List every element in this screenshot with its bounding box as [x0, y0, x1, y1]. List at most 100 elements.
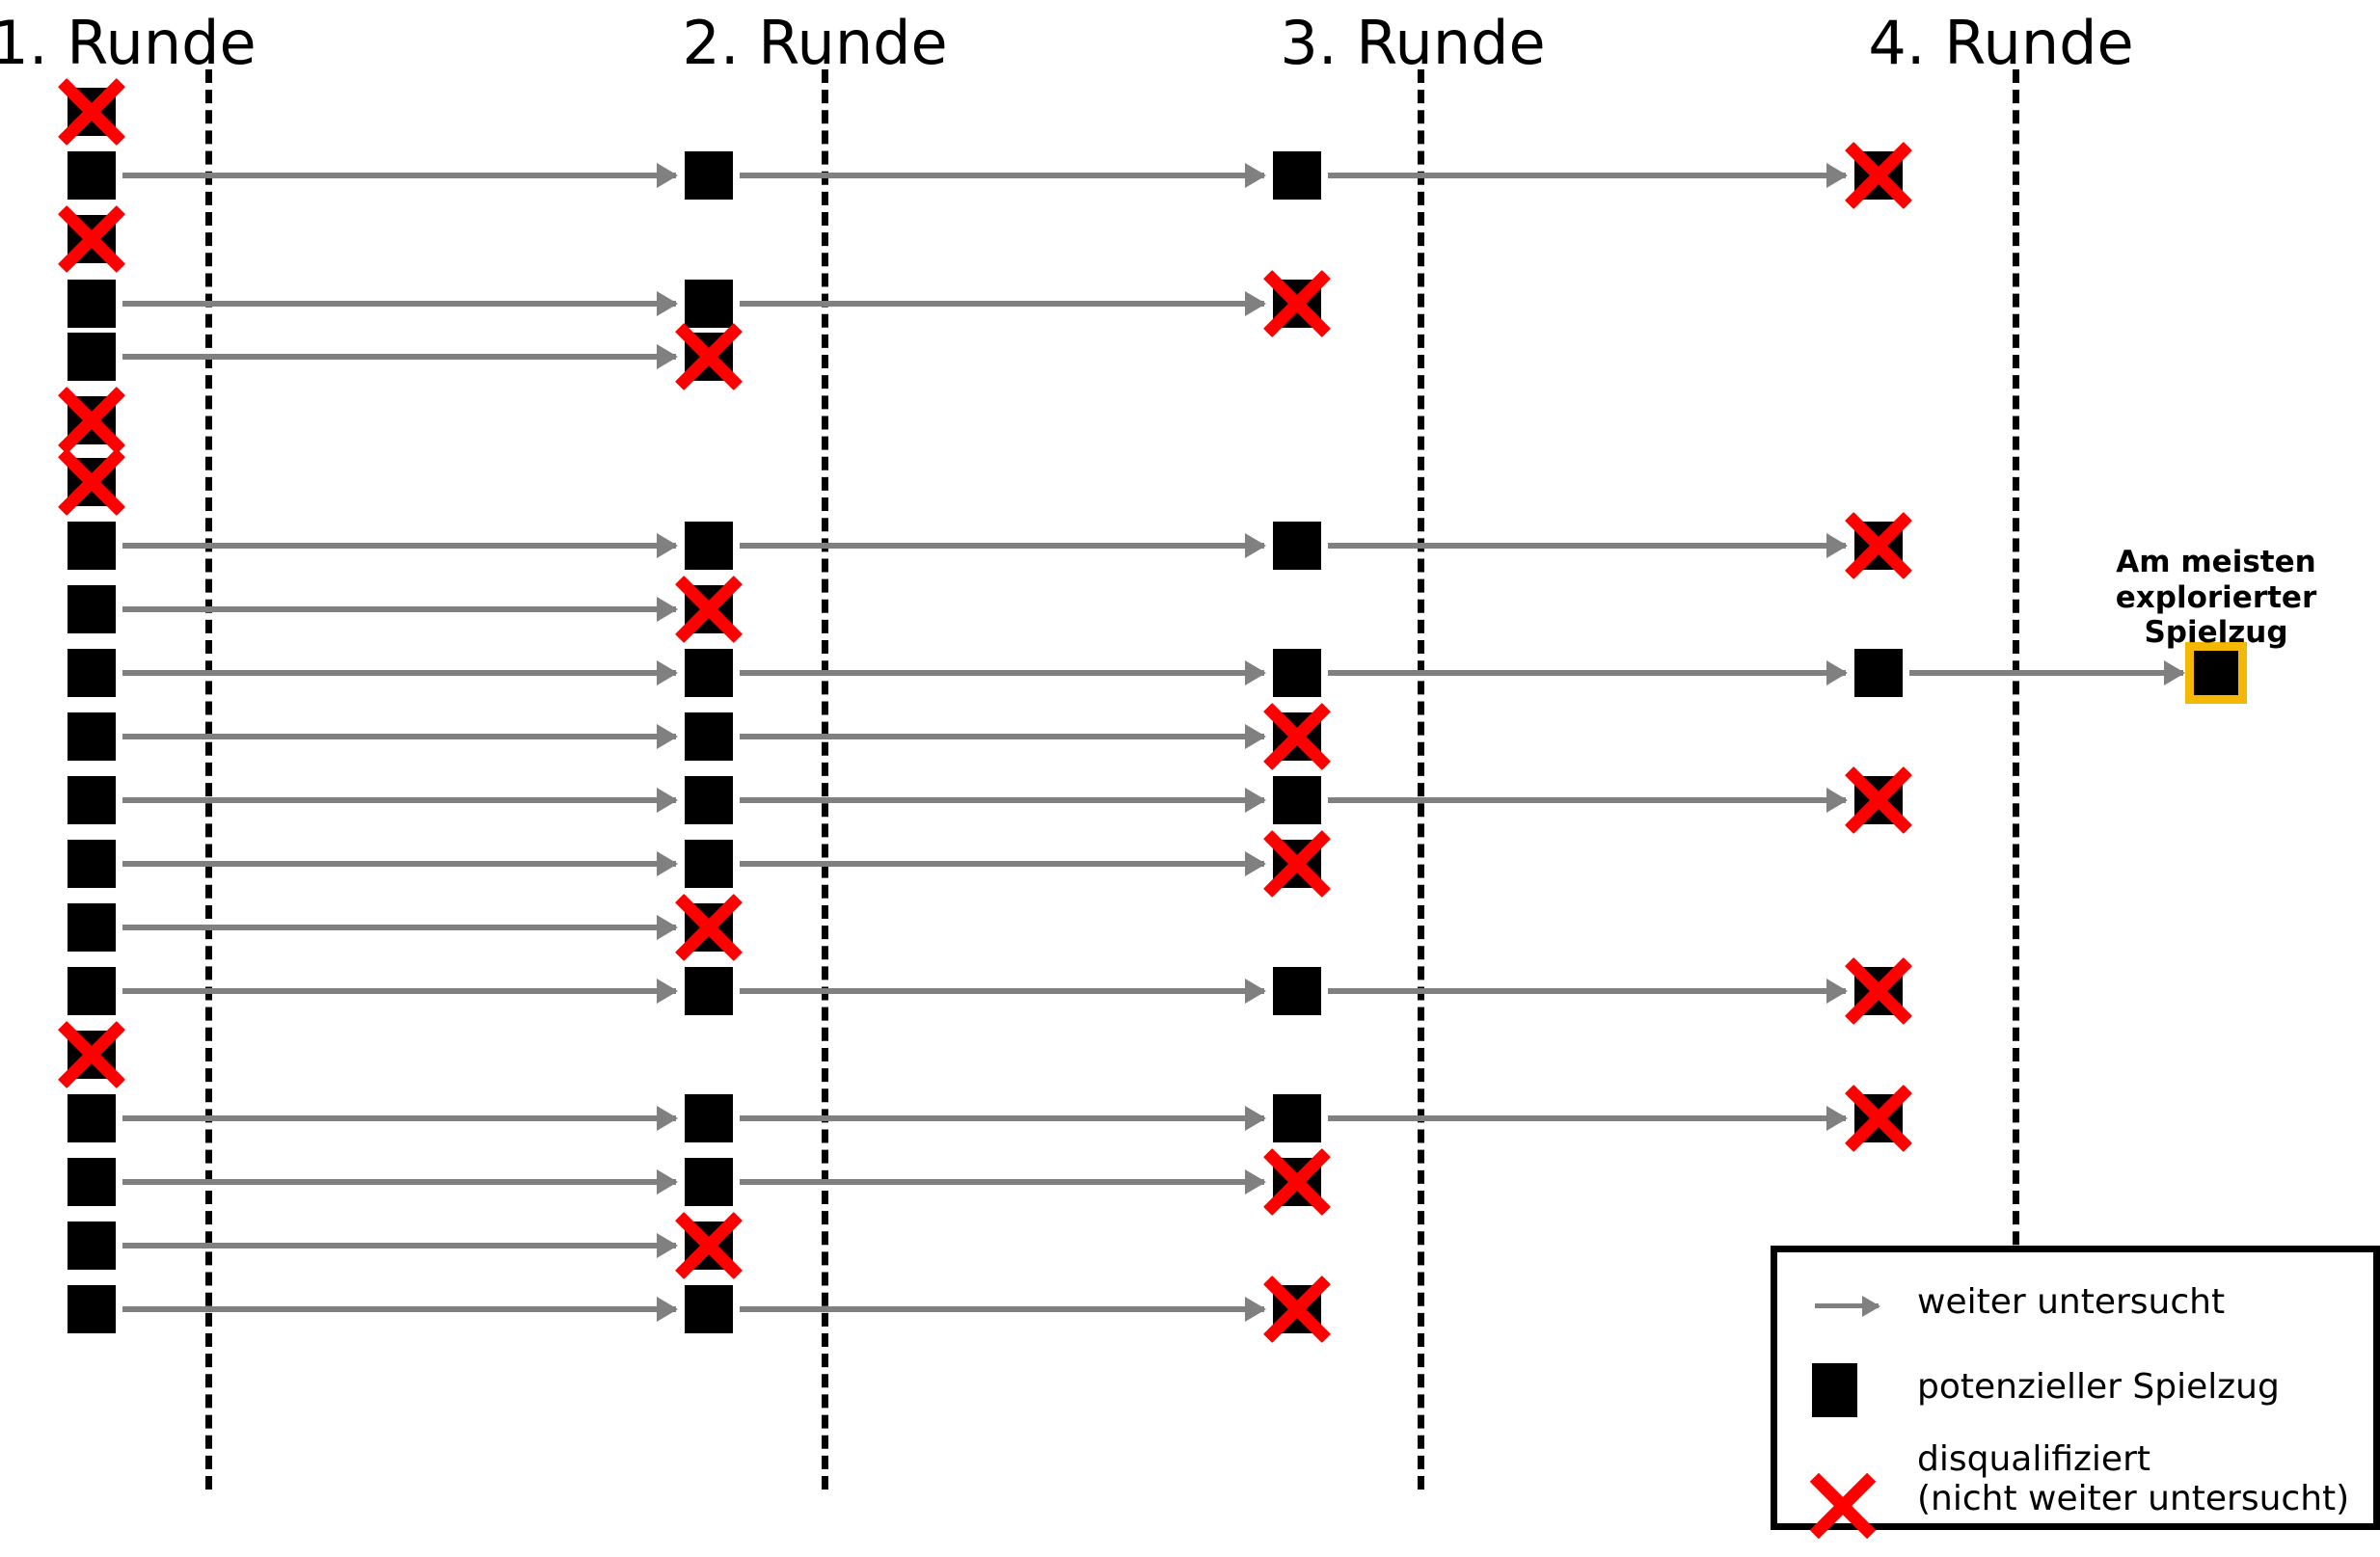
winner-caption: Am meisten explorierter Spielzug [2115, 545, 2317, 651]
round4-move-2-square [1854, 151, 1903, 200]
round1-move-6-square [68, 396, 116, 444]
round-header-3: 3. Runde [1280, 8, 1546, 78]
round-divider-3 [1418, 69, 1424, 1490]
arrow-r1-to-r2-move-12 [122, 797, 676, 803]
round2-move-14-square [685, 903, 733, 952]
arrow-r1-to-r2-move-13 [122, 861, 676, 867]
round2-move-11-square [685, 712, 733, 761]
arrow-r1-to-r2-move-5 [122, 354, 676, 360]
round1-move-10-square [68, 649, 116, 697]
arrow-r3-to-r4-move-15 [1328, 988, 1846, 994]
arrow-r3-to-r4-move-12 [1328, 797, 1846, 803]
arrow-r2-to-r3-move-18 [740, 1179, 1264, 1185]
round3-move-20-square [1273, 1285, 1321, 1333]
legend-disqualified-x-icon [1809, 1472, 1877, 1540]
round2-move-20-square [685, 1285, 733, 1333]
arrow-r3-to-r4-move-8 [1328, 543, 1846, 549]
round4-move-17-square [1854, 1094, 1903, 1142]
arrow-r1-to-r2-move-14 [122, 925, 676, 930]
round2-move-17-square [685, 1094, 733, 1142]
round1-move-3-square [68, 215, 116, 263]
round2-move-19-square [685, 1221, 733, 1270]
round2-move-2-square [685, 151, 733, 200]
round1-move-4-square [68, 280, 116, 328]
round1-move-13-square [68, 840, 116, 888]
round1-move-15-square [68, 967, 116, 1015]
arrow-r2-to-r3-move-2 [740, 173, 1264, 178]
round1-move-8-square [68, 522, 116, 570]
round1-move-16-square [68, 1031, 116, 1079]
round-divider-2 [822, 69, 828, 1490]
round3-move-13-square [1273, 840, 1321, 888]
round1-move-18-square [68, 1158, 116, 1206]
arrow-r1-to-r2-move-15 [122, 988, 676, 994]
round2-move-10-square [685, 649, 733, 697]
round1-move-20-square [68, 1285, 116, 1333]
round3-move-17-square [1273, 1094, 1321, 1142]
round2-move-9-square [685, 585, 733, 633]
round-header-1: 1. Runde [0, 8, 257, 78]
arrow-r1-to-r2-move-17 [122, 1115, 676, 1121]
round4-move-15-square [1854, 967, 1903, 1015]
round1-move-2-square [68, 151, 116, 200]
arrow-r2-to-r3-move-15 [740, 988, 1264, 994]
round1-move-11-square [68, 712, 116, 761]
arrow-r2-to-r3-move-20 [740, 1306, 1264, 1312]
arrow-r2-to-r3-move-8 [740, 543, 1264, 549]
round2-move-12-square [685, 776, 733, 824]
round2-move-8-square [685, 522, 733, 570]
round-divider-1 [205, 69, 212, 1490]
arrow-r2-to-r3-move-11 [740, 734, 1264, 739]
round3-move-2-square [1273, 151, 1321, 200]
round4-move-10-square [1854, 649, 1903, 697]
round3-move-10-square [1273, 649, 1321, 697]
round1-move-9-square [68, 585, 116, 633]
round3-move-18-square [1273, 1158, 1321, 1206]
arrow-r3-to-r4-move-2 [1328, 173, 1846, 178]
round1-move-5-square [68, 333, 116, 381]
arrow-r1-to-r2-move-19 [122, 1243, 676, 1248]
round3-move-12-square [1273, 776, 1321, 824]
arrow-r2-to-r3-move-10 [740, 670, 1264, 676]
round1-move-1-square [68, 88, 116, 136]
round3-move-11-square [1273, 712, 1321, 761]
round1-move-7-square [68, 458, 116, 506]
arrow-r1-to-r2-move-10 [122, 670, 676, 676]
arrow-r2-to-r3-move-17 [740, 1115, 1264, 1121]
round3-move-4-square [1273, 280, 1321, 328]
legend-label-1: weiter untersucht [1917, 1282, 2226, 1322]
round2-move-13-square [685, 840, 733, 888]
arrow-r1-to-r2-move-11 [122, 734, 676, 739]
arrow-r1-to-r2-move-4 [122, 301, 676, 307]
round4-move-8-square [1854, 522, 1903, 570]
arrow-r1-to-r2-move-8 [122, 543, 676, 549]
arrow-r1-to-r2-move-2 [122, 173, 676, 178]
arrow-r1-to-r2-move-18 [122, 1179, 676, 1185]
legend-label-3: disqualifiziert (nicht weiter untersucht… [1917, 1439, 2350, 1519]
legend-square-icon [1812, 1363, 1857, 1417]
arrow-r3-to-r4-move-17 [1328, 1115, 1846, 1121]
arrow-r3-to-r4-move-10 [1328, 670, 1846, 676]
round1-move-17-square [68, 1094, 116, 1142]
legend-label-2: potenzieller Spielzug [1917, 1367, 2280, 1407]
arrow-r1-to-r2-move-20 [122, 1306, 676, 1312]
round2-move-18-square [685, 1158, 733, 1206]
round5-move-10-winner-square [2194, 651, 2238, 695]
round2-move-4-square [685, 280, 733, 328]
round1-move-14-square [68, 903, 116, 952]
round-header-2: 2. Runde [682, 8, 948, 78]
round-header-4: 4. Runde [1868, 8, 2134, 78]
arrow-r1-to-r2-move-9 [122, 606, 676, 612]
arrow-r2-to-r3-move-13 [740, 861, 1264, 867]
round1-move-12-square [68, 776, 116, 824]
arrow-r2-to-r3-move-4 [740, 301, 1264, 307]
round-divider-4 [2013, 69, 2019, 1490]
round1-move-19-square [68, 1221, 116, 1270]
round2-move-15-square [685, 967, 733, 1015]
round4-move-12-square [1854, 776, 1903, 824]
arrow-r2-to-r3-move-12 [740, 797, 1264, 803]
round2-move-5-square [685, 333, 733, 381]
round3-move-8-square [1273, 522, 1321, 570]
round3-move-15-square [1273, 967, 1321, 1015]
